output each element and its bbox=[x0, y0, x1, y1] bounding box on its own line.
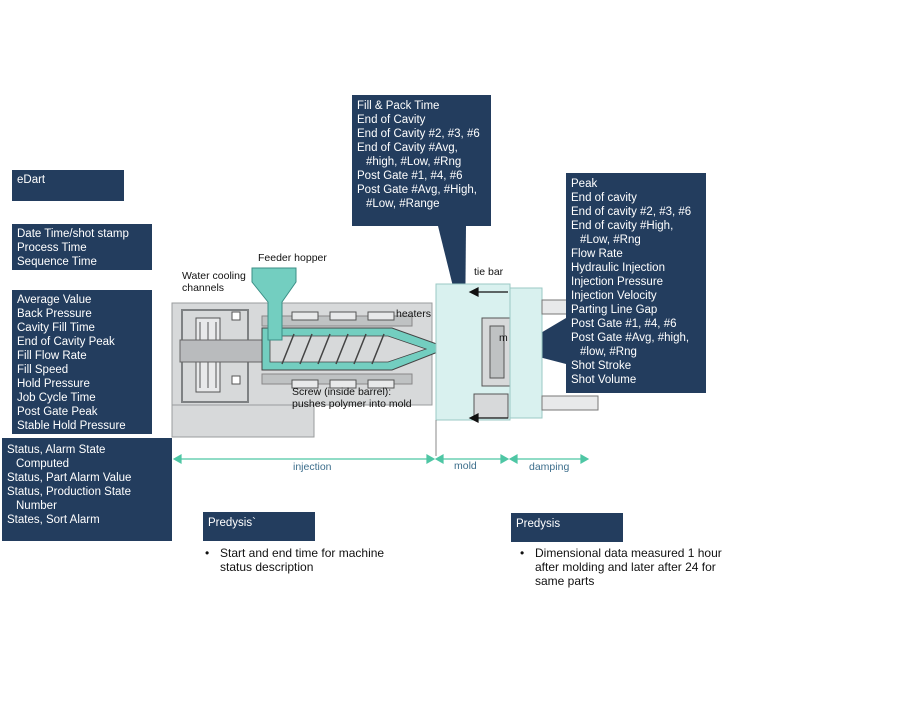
bullet-icon: • bbox=[520, 546, 525, 560]
peak-box: Peak End of cavity End of cavity #2, #3,… bbox=[566, 173, 706, 393]
fillpack-item: Fill & Pack Time bbox=[357, 100, 440, 112]
peak-item: Post Gate #Avg, #high, bbox=[571, 332, 690, 344]
fillpack-item: End of Cavity #Avg, bbox=[357, 142, 458, 154]
fillpack-item: #Low, #Range bbox=[366, 198, 440, 210]
values-item: Fill Flow Rate bbox=[17, 350, 87, 362]
peak-item: #low, #Rng bbox=[580, 346, 637, 358]
fillpack-item: End of Cavity #2, #3, #6 bbox=[357, 128, 480, 140]
water-cooling-label-2: channels bbox=[182, 282, 224, 294]
peak-item: End of cavity #High, bbox=[571, 220, 674, 232]
note-line: after molding and later after 24 for bbox=[535, 560, 716, 574]
barrel bbox=[261, 327, 463, 371]
screw bbox=[281, 333, 385, 365]
values-item: Fill Speed bbox=[17, 364, 69, 376]
values-item: Average Value bbox=[17, 294, 92, 306]
values-box: Average Value Back Pressure Cavity Fill … bbox=[12, 290, 152, 434]
note-line: Dimensional data measured 1 hour bbox=[535, 546, 722, 560]
peak-item: End of cavity #2, #3, #6 bbox=[571, 206, 692, 218]
screw-label-1: Screw (inside barrel): bbox=[292, 386, 391, 398]
dimension-lines bbox=[172, 453, 590, 465]
peak-item: End of cavity bbox=[571, 192, 637, 204]
peak-item: Flow Rate bbox=[571, 248, 623, 260]
values-item: Hold Pressure bbox=[17, 378, 90, 390]
peak-item: Peak bbox=[571, 178, 598, 190]
time-box: Date Time/shot stamp Process Time Sequen… bbox=[12, 224, 152, 270]
peak-item: Injection Velocity bbox=[571, 290, 657, 302]
predysis-label-1: Predysis` bbox=[208, 517, 256, 529]
mold-area bbox=[435, 283, 599, 421]
feeder-hopper bbox=[251, 267, 297, 341]
values-item: End of Cavity Peak bbox=[17, 336, 115, 348]
peak-item: Shot Stroke bbox=[571, 360, 632, 372]
predysis-box-1: Predysis` bbox=[203, 512, 315, 541]
peak-item: Injection Pressure bbox=[571, 276, 664, 288]
edart-box: eDart bbox=[12, 170, 124, 201]
mold-m-label: m bbox=[499, 332, 508, 344]
fillpack-item: End of Cavity bbox=[357, 114, 426, 126]
bullet-icon: • bbox=[205, 546, 210, 560]
predysis-box-2: Predysis bbox=[511, 513, 623, 542]
peak-item: Hydraulic Injection bbox=[571, 262, 665, 274]
heaters-label: heaters bbox=[396, 308, 431, 320]
peak-item: Post Gate #1, #4, #6 bbox=[571, 318, 677, 330]
values-item: Stable Hold Pressure bbox=[17, 420, 126, 432]
water-cooling-label-1: Water cooling bbox=[182, 270, 246, 282]
values-item: Back Pressure bbox=[17, 308, 92, 320]
status-item: States, Sort Alarm bbox=[7, 514, 100, 526]
status-item: Number bbox=[16, 500, 57, 512]
mold-label: mold bbox=[454, 460, 477, 472]
status-box: Status, Alarm State Computed Status, Par… bbox=[2, 438, 172, 541]
time-item: Sequence Time bbox=[17, 256, 97, 268]
fillpack-item: Post Gate #1, #4, #6 bbox=[357, 170, 463, 182]
edart-label: eDart bbox=[17, 174, 46, 186]
time-item: Date Time/shot stamp bbox=[17, 228, 129, 240]
status-item: Status, Production State bbox=[7, 486, 132, 498]
values-item: Cavity Fill Time bbox=[17, 322, 95, 334]
predysis-note-2: • Dimensional data measured 1 hour after… bbox=[520, 546, 770, 588]
note-line: same parts bbox=[535, 574, 595, 588]
screw-label-2: pushes polymer into mold bbox=[292, 398, 412, 410]
peak-item: Parting Line Gap bbox=[571, 304, 658, 316]
damping-label: damping bbox=[529, 461, 569, 473]
fillpack-item: #high, #Low, #Rng bbox=[366, 156, 462, 168]
fillpack-item: Post Gate #Avg, #High, bbox=[357, 184, 477, 196]
peak-item: Shot Volume bbox=[571, 374, 637, 386]
predysis-note-1: • Start and end time for machine status … bbox=[205, 546, 435, 574]
status-item: Status, Alarm State bbox=[7, 444, 106, 456]
status-item: Computed bbox=[16, 458, 70, 470]
tie-bar-arrows bbox=[468, 287, 508, 423]
values-item: Job Cycle Time bbox=[17, 392, 96, 404]
note-line: status description bbox=[220, 560, 314, 574]
tie-bar-label: tie bar bbox=[474, 266, 504, 278]
fillpack-box: Fill & Pack Time End of Cavity End of Ca… bbox=[352, 95, 491, 226]
feeder-hopper-label: Feeder hopper bbox=[258, 252, 327, 264]
injection-label: injection bbox=[293, 461, 332, 473]
status-item: Status, Part Alarm Value bbox=[7, 472, 132, 484]
predysis-label-2: Predysis bbox=[516, 518, 561, 530]
values-item: Post Gate Peak bbox=[17, 406, 98, 418]
note-line: Start and end time for machine bbox=[220, 546, 385, 560]
time-item: Process Time bbox=[17, 242, 87, 254]
peak-item: #Low, #Rng bbox=[580, 234, 641, 246]
